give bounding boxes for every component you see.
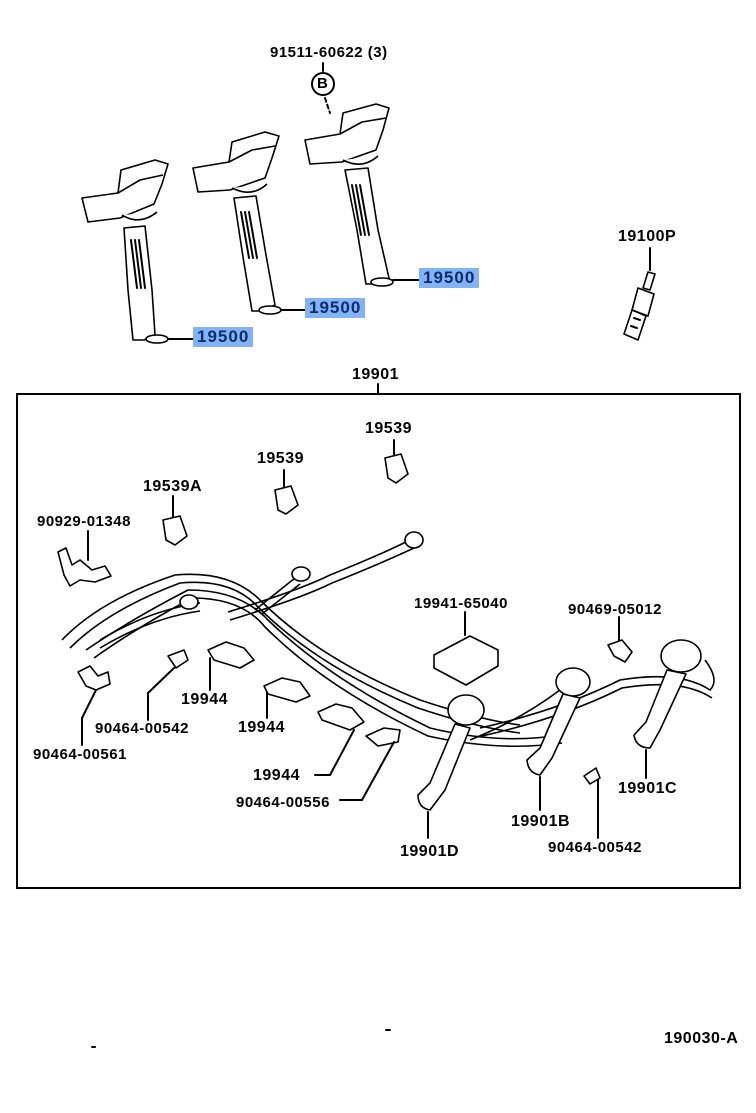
- cord-cap-2: [291, 566, 311, 582]
- boot-c[interactable]: [633, 669, 687, 749]
- ignition-coil-2[interactable]: [192, 131, 282, 315]
- clip-4-label[interactable]: 90464-00542: [548, 839, 642, 856]
- cord-set-frame: [16, 393, 741, 889]
- clamp-block[interactable]: [433, 635, 499, 686]
- holder-1[interactable]: [274, 485, 299, 515]
- clamp-3[interactable]: [317, 703, 365, 731]
- bolt-marker-circle: [311, 72, 335, 96]
- ignition-coil-1[interactable]: [81, 159, 169, 344]
- boot-d[interactable]: [417, 723, 471, 811]
- boot-b[interactable]: [526, 693, 581, 776]
- cord-c-label[interactable]: 19901C: [618, 780, 678, 797]
- bolt-marker: B: [317, 75, 329, 92]
- clip-1[interactable]: [167, 649, 189, 669]
- cord-b-label[interactable]: 19901B: [511, 813, 571, 830]
- coil-1-label[interactable]: 19500: [193, 327, 254, 347]
- spark-plug[interactable]: [623, 247, 656, 341]
- bolt-label[interactable]: 91511-60622 (3): [270, 44, 388, 61]
- boot-c-top: [660, 639, 702, 673]
- clamp-2-label[interactable]: 19944: [238, 719, 285, 736]
- figure-code: 190030-A: [664, 1030, 739, 1047]
- clamp-top[interactable]: [57, 547, 112, 587]
- cord-set-label[interactable]: 19901: [352, 366, 399, 383]
- cord-cap-1: [179, 594, 199, 610]
- holder-a[interactable]: [162, 515, 188, 546]
- clamp-block-label[interactable]: 19941-65040: [414, 595, 508, 612]
- coil-3-label[interactable]: 19500: [419, 268, 480, 288]
- clamp-2[interactable]: [263, 677, 311, 703]
- clip-right-label[interactable]: 90469-05012: [568, 601, 662, 618]
- clip-3-label[interactable]: 90464-00556: [236, 794, 330, 811]
- holder-2[interactable]: [384, 453, 409, 484]
- bolt-dashed-leader: [324, 97, 331, 114]
- clamp-1[interactable]: [207, 641, 255, 669]
- clamp-3-label[interactable]: 19944: [253, 767, 300, 784]
- clip-4[interactable]: [583, 767, 601, 785]
- boot-b-top: [555, 667, 591, 697]
- ignition-coil-3[interactable]: [304, 103, 394, 287]
- cord-d-label[interactable]: 19901D: [400, 843, 460, 860]
- boot-d-top: [447, 694, 485, 726]
- clip-2[interactable]: [77, 665, 111, 691]
- holder-a-label[interactable]: 19539A: [143, 478, 203, 495]
- clamp-top-label[interactable]: 90929-01348: [37, 513, 131, 530]
- clip-3[interactable]: [365, 727, 401, 747]
- coil-2-label[interactable]: 19500: [305, 298, 366, 318]
- clip-right[interactable]: [607, 639, 633, 663]
- clip-1-label[interactable]: 90464-00542: [95, 720, 189, 737]
- clip-2-label[interactable]: 90464-00561: [33, 746, 127, 763]
- spark-plug-label[interactable]: 19100P: [618, 228, 677, 245]
- holder-1-label[interactable]: 19539: [257, 450, 304, 467]
- holder-2-label[interactable]: 19539: [365, 420, 412, 437]
- clamp-1-label[interactable]: 19944: [181, 691, 228, 708]
- cord-cap-3: [404, 531, 424, 549]
